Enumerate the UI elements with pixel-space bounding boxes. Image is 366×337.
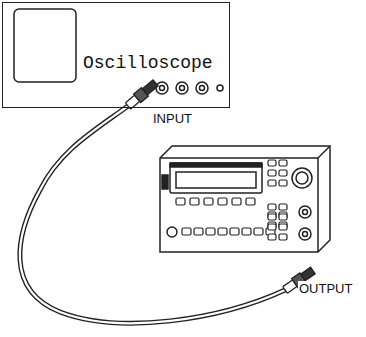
bnc-plug-top bbox=[124, 79, 159, 111]
oscilloscope-box: Oscilloscope bbox=[2, 2, 230, 108]
scope-screen bbox=[14, 9, 76, 82]
port-label: OUTPUT bbox=[298, 281, 353, 296]
function-generator bbox=[160, 146, 330, 252]
port-label: INPUT bbox=[152, 111, 193, 126]
scope-connectors bbox=[156, 82, 223, 94]
generator-buttons bbox=[176, 160, 287, 240]
instrument-name: Oscilloscope bbox=[83, 53, 213, 73]
